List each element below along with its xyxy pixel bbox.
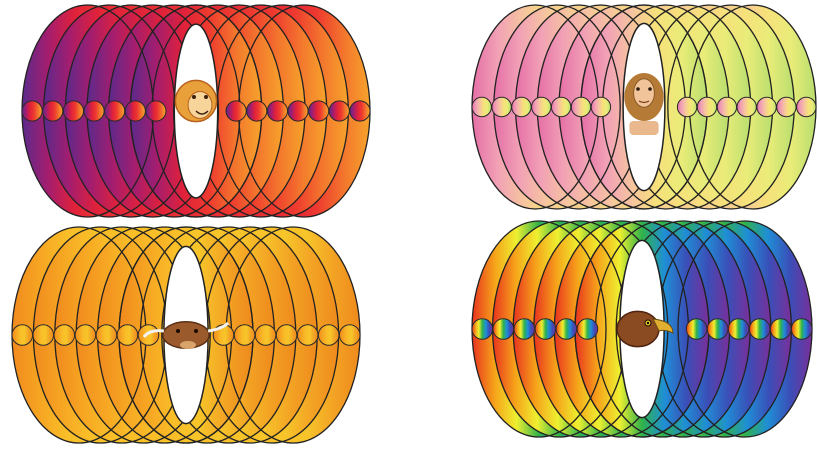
man-face-icon	[624, 73, 664, 135]
man-figure	[468, 2, 817, 212]
lion-figure	[18, 2, 374, 220]
lion-face-icon	[175, 80, 216, 121]
eagle-figure	[468, 218, 816, 440]
ox-figure	[8, 224, 364, 446]
